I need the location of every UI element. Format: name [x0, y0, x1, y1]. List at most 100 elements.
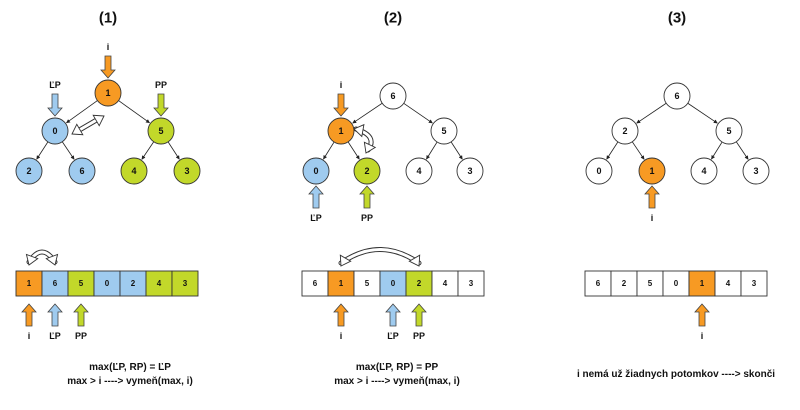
swap-arrow-tree-2-head — [353, 123, 365, 138]
pointer-label: PP — [361, 213, 373, 223]
pointer-label: i — [340, 331, 343, 341]
pointer-label: PP — [75, 331, 87, 341]
panel-title: (1) — [99, 10, 117, 27]
array-cell: 1 — [15, 270, 43, 297]
tree-node: 1 — [638, 157, 666, 185]
tree-pointer: PP — [153, 80, 169, 117]
array-cell-label: 0 — [105, 279, 110, 288]
tree-node: 6 — [663, 82, 691, 110]
swap-arrow-array-1-head — [45, 253, 59, 266]
tree-node-circle — [663, 82, 691, 110]
tree-node-label: 0 — [596, 166, 601, 176]
array-cell-label: 2 — [131, 279, 136, 288]
tree-node: 0 — [585, 157, 613, 185]
array-cell-label: 5 — [79, 279, 84, 288]
tree-node-circle — [15, 157, 43, 185]
array-pointer: PP — [73, 303, 89, 341]
array-cell-box — [327, 270, 355, 297]
array-cell: 2 — [119, 270, 147, 297]
panel-title-text: (1) — [99, 10, 117, 27]
tree-node-circle — [94, 79, 122, 107]
array-cell-box — [41, 270, 69, 297]
array-cell-label: 0 — [674, 279, 679, 288]
array-cell-box — [67, 270, 95, 297]
pointer-arrow-up — [47, 303, 63, 327]
tree-node-label: 5 — [441, 126, 446, 136]
tree-edge — [687, 102, 718, 124]
array-cell-box — [740, 270, 768, 297]
swap-arrow-tree-1-head — [92, 114, 105, 127]
tree-node-circle — [302, 157, 330, 185]
array-cell-label: 4 — [726, 279, 731, 288]
array-cell: 2 — [405, 270, 433, 297]
pointer-label: i — [340, 80, 343, 90]
tree-node-circle — [379, 82, 407, 110]
tree-edge — [426, 141, 438, 160]
array-cell-label: 5 — [365, 279, 370, 288]
tree-edge — [636, 102, 667, 124]
swap-arrow-head — [363, 141, 377, 154]
swap-arrow-head — [25, 253, 39, 266]
array-cell: 5 — [636, 270, 664, 297]
tree-node: 5 — [147, 117, 175, 145]
tree-node-label: 2 — [622, 126, 627, 136]
tree-node: 3 — [742, 157, 770, 185]
array-cell-box — [353, 270, 381, 297]
array-cell: 4 — [714, 270, 742, 297]
pointer-label: ĽP — [49, 331, 61, 341]
tree-node: 6 — [379, 82, 407, 110]
panel-title-text: (3) — [668, 10, 686, 27]
pointer-arrow-up — [333, 303, 349, 327]
array-pointer: i — [333, 303, 349, 341]
array-cell: 1 — [688, 270, 716, 297]
array-cell-label: 1 — [339, 279, 344, 288]
array-cell-label: 3 — [752, 279, 757, 288]
tree-node: 6 — [68, 157, 96, 185]
tree-node-circle — [690, 157, 718, 185]
tree-node: 2 — [611, 117, 639, 145]
tree-node-label: 0 — [313, 166, 318, 176]
tree-pointer: ĽP — [47, 80, 63, 117]
pointer-arrow-up — [644, 185, 660, 209]
pointer-arrow-up — [21, 303, 37, 327]
tree-node: 1 — [327, 117, 355, 145]
tree-edge — [711, 141, 723, 160]
tree-node-label: 2 — [26, 166, 31, 176]
tree-edge — [735, 141, 749, 160]
tree-node-label: 1 — [338, 126, 343, 136]
tree-edge — [631, 141, 645, 160]
tree-node-circle — [173, 157, 201, 185]
pointer-arrow-down — [153, 93, 169, 117]
tree-edge — [323, 141, 335, 160]
tree-node-label: 1 — [105, 88, 110, 98]
caption-line: i nemá už žiadnych potomkov ----> skonči — [576, 369, 776, 380]
array-cell: 4 — [431, 270, 459, 297]
tree-node-label: 3 — [467, 166, 472, 176]
array-cell-box — [662, 270, 690, 297]
swap-arrow-body — [339, 248, 421, 265]
swap-arrow-array-2 — [338, 247, 422, 266]
swap-arrow-array-2-head — [408, 254, 421, 267]
swap-arrow-head — [339, 254, 352, 267]
tree-pointer: ĽP — [308, 185, 324, 223]
array-cell: 3 — [171, 270, 199, 297]
tree-node: 4 — [405, 157, 433, 185]
array-cell-label: 6 — [313, 279, 318, 288]
array-pointer: ĽP — [385, 303, 401, 341]
array-cell: 5 — [67, 270, 95, 297]
pointer-arrow-up — [694, 303, 710, 327]
tree-edge — [118, 100, 150, 124]
array-cell: 6 — [301, 270, 329, 297]
array-cell-label: 5 — [648, 279, 653, 288]
array-cell: 6 — [41, 270, 69, 297]
tree-node-label: 4 — [416, 166, 421, 176]
tree-node: 5 — [430, 117, 458, 145]
array-cell-box — [145, 270, 173, 297]
array-cell-label: 1 — [700, 279, 705, 288]
tree-node: 4 — [120, 157, 148, 185]
tree-pointer: i — [333, 80, 349, 117]
pointer-arrow-down — [333, 93, 349, 117]
tree-node-circle — [742, 157, 770, 185]
caption-line: max(ĽP, RP) = PP — [355, 362, 439, 373]
